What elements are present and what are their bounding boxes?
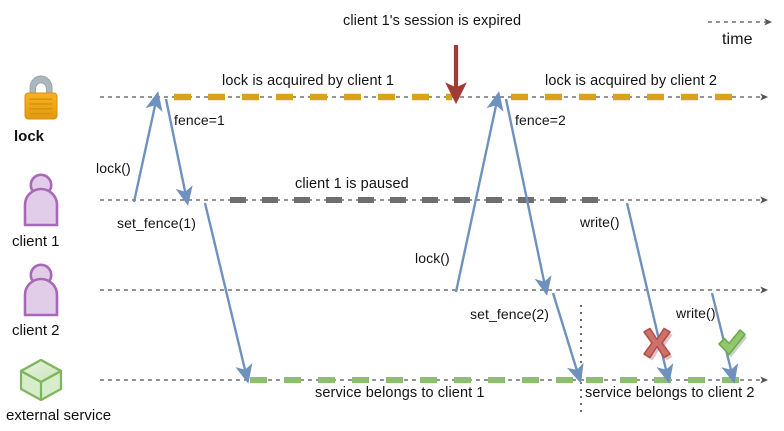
time-axis-label: time	[722, 31, 753, 48]
arrow-set-fence-2-call	[551, 292, 584, 384]
state-label-service-client2: service belongs to client 2	[585, 385, 755, 401]
arrow-fence-2-reply	[504, 98, 552, 296]
arrow-set-fence-1-call	[203, 202, 253, 384]
message-label-set-fence-1: set_fence(1)	[117, 215, 197, 231]
lane-label-client2: client 2	[12, 322, 60, 339]
arrow-lock-call-client2	[454, 91, 504, 293]
padlock-icon	[24, 75, 58, 120]
message-label-fence-1: fence=1	[174, 112, 225, 128]
lane-label-lock: lock	[14, 128, 45, 145]
state-label-service-client1: service belongs to client 1	[315, 385, 485, 401]
person-icon	[23, 263, 59, 317]
message-label-write-client1: write()	[580, 214, 620, 230]
arrow-write-call-client2	[710, 292, 739, 384]
cube-icon	[19, 358, 63, 402]
lane-label-external-service: external service	[6, 407, 112, 424]
person-icon	[23, 173, 59, 227]
arrow-fence-1-reply	[164, 98, 193, 206]
arrow-lock-call-client1	[132, 91, 163, 203]
message-label-lock-call-client2: lock()	[415, 250, 450, 266]
message-label-write-client2: write()	[676, 305, 716, 321]
lane-label-client1: client 1	[12, 233, 60, 250]
state-label-client1-paused: client 1 is paused	[295, 176, 409, 192]
green-check-icon	[718, 329, 747, 358]
red-x-icon	[643, 327, 673, 361]
message-label-set-fence-2: set_fence(2)	[470, 306, 550, 322]
session-expired-annotation: client 1's session is expired	[343, 13, 522, 29]
state-label-lock-client2: lock is acquired by client 2	[545, 73, 718, 89]
message-label-lock-call-client1: lock()	[96, 160, 131, 176]
message-label-fence-2: fence=2	[515, 112, 566, 128]
state-label-lock-client1: lock is acquired by client 1	[222, 73, 395, 89]
